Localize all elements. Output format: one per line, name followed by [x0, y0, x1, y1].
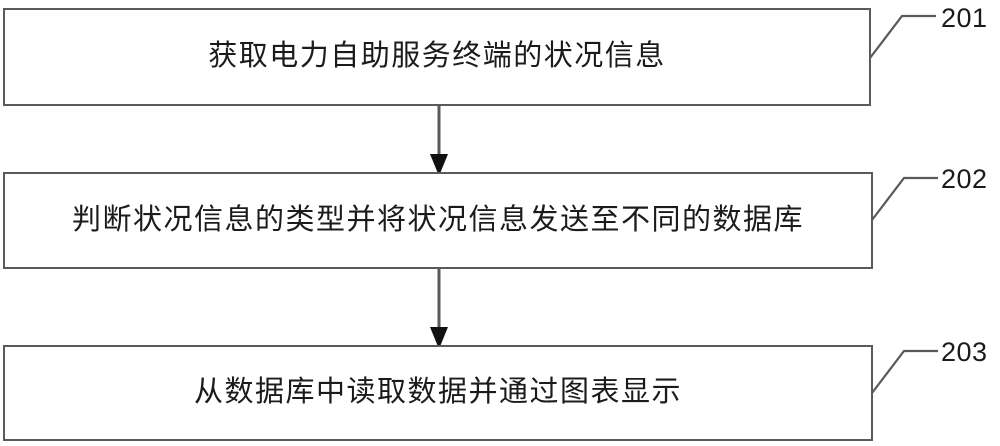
process-box-202: 判断状况信息的类型并将状况信息发送至不同的数据库: [3, 172, 873, 269]
leader-line-202: [868, 172, 942, 224]
leader-line-201: [866, 10, 940, 62]
leader-line-203: [868, 345, 942, 397]
process-box-203: 从数据库中读取数据并通过图表显示: [3, 345, 873, 441]
reference-numeral-202: 202: [941, 164, 988, 194]
process-box-202-label: 判断状况信息的类型并将状况信息发送至不同的数据库: [71, 203, 804, 236]
process-box-201-label: 获取电力自助服务终端的状况信息: [208, 40, 666, 73]
process-box-203-label: 从数据库中读取数据并通过图表显示: [193, 376, 682, 409]
connector-arrow-201-to-202: [410, 104, 470, 176]
reference-numeral-203: 203: [941, 337, 988, 367]
reference-numeral-201: 201: [941, 3, 988, 33]
connector-arrow-202-to-203: [410, 267, 470, 349]
process-box-201: 获取电力自助服务终端的状况信息: [3, 8, 871, 106]
